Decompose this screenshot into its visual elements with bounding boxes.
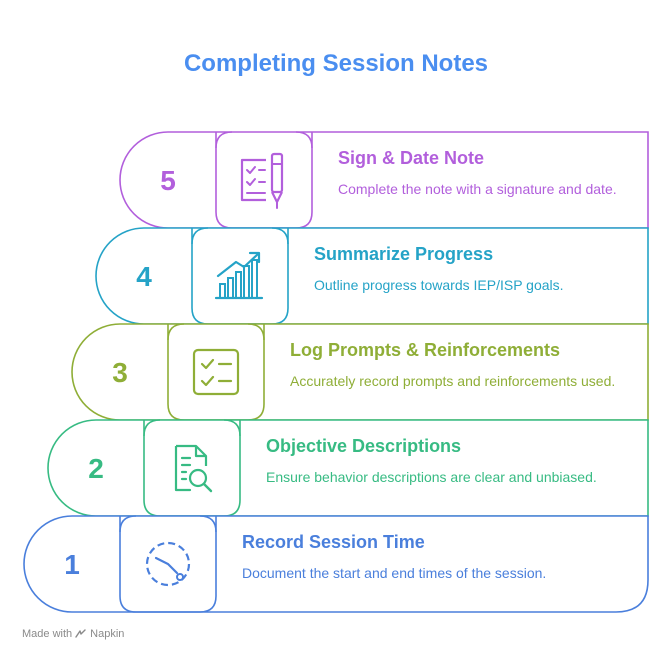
step-title: Record Session Time [242, 532, 425, 552]
document-search-icon [174, 444, 213, 493]
step-description: Document the start and end times of the … [242, 565, 547, 581]
step-icon-card [119, 516, 217, 613]
step-band [71, 323, 649, 421]
step-description: Ensure behavior descriptions are clear a… [266, 469, 597, 485]
step-band [23, 515, 649, 613]
step-description: Complete the note with a signature and d… [338, 181, 617, 197]
step-title: Objective Descriptions [266, 436, 462, 456]
step-number: 3 [112, 357, 128, 388]
step-title: Log Prompts & Reinforcements [290, 340, 561, 360]
step-title: Sign & Date Note [338, 148, 485, 168]
step-band [119, 131, 649, 229]
footer-brand: Napkin [90, 628, 125, 640]
step-number: 1 [64, 549, 80, 580]
step-number: 4 [136, 261, 152, 292]
step-number: 5 [160, 165, 176, 196]
step-band [47, 419, 649, 517]
step-number: 2 [88, 453, 104, 484]
checklist-pen-icon [240, 152, 284, 209]
step-description: Outline progress towards IEP/ISP goals. [314, 277, 564, 293]
clock-icon [145, 541, 191, 587]
step-title: Summarize Progress [314, 244, 494, 264]
footer-credit: Made with Napkin [22, 628, 124, 640]
step-band [95, 227, 649, 325]
growth-chart-icon [214, 251, 264, 300]
step-description: Accurately record prompts and reinforcem… [290, 373, 616, 389]
napkin-logo-icon [75, 629, 86, 638]
page-title: Completing Session Notes [183, 50, 489, 77]
footer-made-with: Made with [22, 628, 73, 640]
checklist-icon [192, 348, 240, 396]
